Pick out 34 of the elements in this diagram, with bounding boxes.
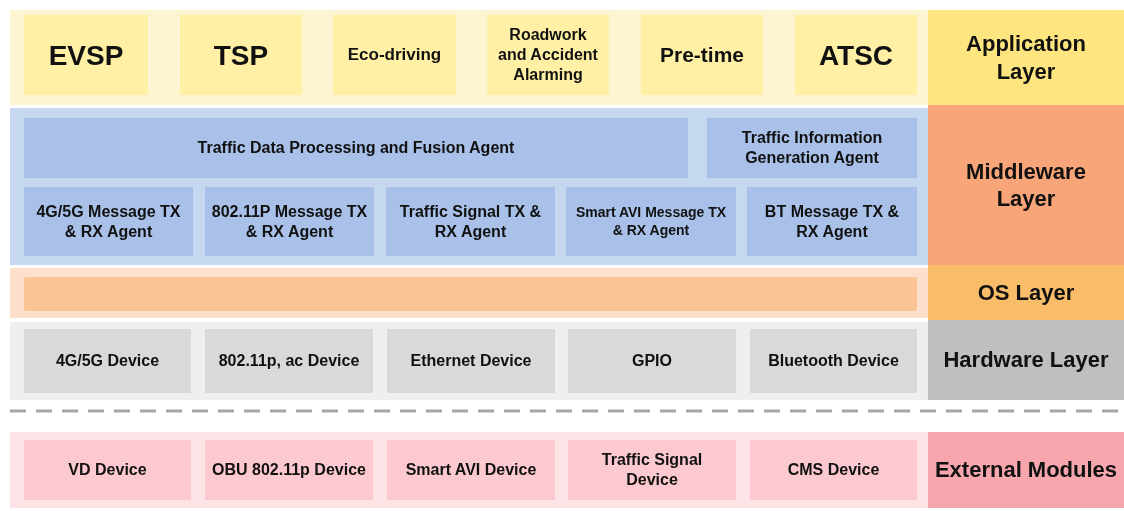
application-box: ATSC	[795, 15, 917, 95]
application-box: EVSP	[24, 15, 148, 95]
device-box: OBU 802.11p Device	[205, 440, 373, 500]
layer-band	[10, 108, 928, 265]
device-box: 4G/5G Device	[24, 329, 191, 393]
layer-band	[10, 322, 928, 400]
layer-band	[10, 268, 928, 318]
layer-label: Hardware Layer	[928, 320, 1124, 400]
layer-label: Application Layer	[928, 10, 1124, 105]
layer-label: Middleware Layer	[928, 105, 1124, 265]
device-box: VD Device	[24, 440, 191, 500]
agent-box: BT Message TX & RX Agent	[747, 187, 917, 256]
device-box: 802.11p, ac Device	[205, 329, 373, 393]
layer-label: External Modules	[928, 432, 1124, 508]
agent-box: Smart AVI Message TX & RX Agent	[566, 187, 736, 256]
layer-band	[10, 432, 928, 508]
application-box: Pre-time	[641, 15, 763, 95]
layer-band	[10, 10, 928, 105]
device-box: Smart AVI Device	[387, 440, 555, 500]
application-box: Roadwork and Accident Alarming	[487, 15, 609, 95]
layer-label: OS Layer	[928, 265, 1124, 320]
application-box: Eco-driving	[333, 15, 456, 95]
device-box: Traffic Signal Device	[568, 440, 736, 500]
agent-box: Traffic Signal TX & RX Agent	[386, 187, 555, 256]
agent-box: 4G/5G Message TX & RX Agent	[24, 187, 193, 256]
agent-box: 802.11P Message TX & RX Agent	[205, 187, 374, 256]
agent-box: Traffic Data Processing and Fusion Agent	[24, 118, 688, 178]
device-box: Ethernet Device	[387, 329, 555, 393]
agent-box: Traffic Information Generation Agent	[707, 118, 917, 178]
device-box: CMS Device	[750, 440, 917, 500]
device-box: Bluetooth Device	[750, 329, 917, 393]
application-box: TSP	[180, 15, 302, 95]
os-bar	[24, 277, 917, 311]
device-box: GPIO	[568, 329, 736, 393]
